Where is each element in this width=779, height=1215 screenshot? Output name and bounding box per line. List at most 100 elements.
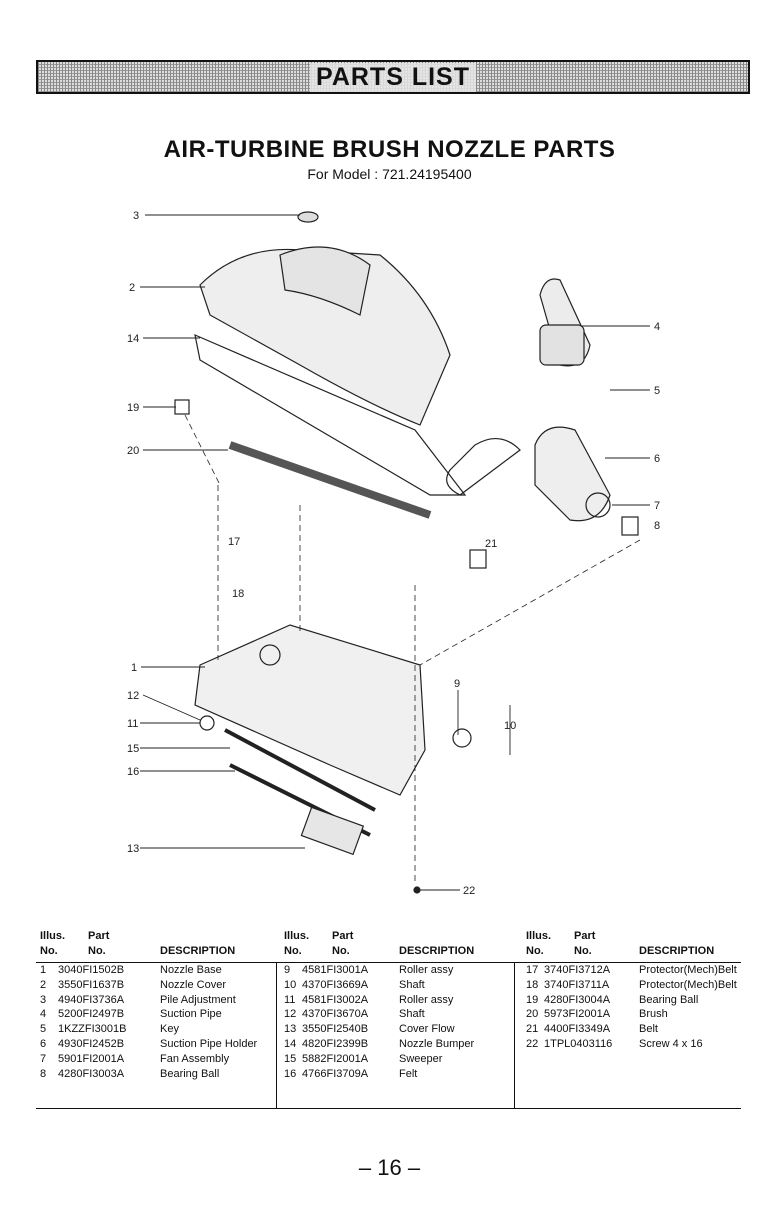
- illus-number: 9: [284, 964, 291, 976]
- part-description: Nozzle Base: [160, 964, 222, 976]
- table-header: Illus. No. Part No. DESCRIPTION: [284, 930, 509, 964]
- part-description: Bearing Ball: [160, 1067, 220, 1080]
- part-description: Suction Pipe: [160, 1008, 222, 1021]
- part-number: 5973FI2001A: [544, 1008, 611, 1021]
- illus-number: 16: [284, 1067, 297, 1080]
- cover-flow-shape: [300, 806, 365, 856]
- callout-22: 22: [463, 885, 475, 897]
- model-subtitle: For Model : 721.24195400: [307, 166, 472, 182]
- sweeper-shape: [224, 728, 376, 812]
- part-number: 5901FI2001A: [58, 1052, 125, 1065]
- illus-number: 10: [284, 978, 297, 991]
- nozzle-bumper-shape: [194, 333, 467, 496]
- callout-1: 1: [131, 662, 137, 674]
- illus-number: 4: [40, 1008, 47, 1021]
- callout-17: 17: [228, 536, 240, 548]
- illus-number: 1: [40, 964, 47, 976]
- nozzle-cover-shape: [199, 248, 451, 426]
- table-header: Illus. No. Part No. DESCRIPTION: [526, 930, 751, 964]
- roller-9-shape: [452, 728, 472, 748]
- nozzle-base-shape: [194, 624, 426, 796]
- illus-number: 8: [40, 1067, 47, 1080]
- callout-4: 4: [654, 321, 660, 333]
- suction-pipe-holder-shape: [534, 426, 611, 522]
- callout-5: 5: [654, 385, 660, 397]
- part-description: Shaft: [399, 1008, 425, 1021]
- callout-15: 15: [127, 743, 139, 755]
- part-description: Screw 4 x 16: [639, 1037, 703, 1050]
- illus-number: 12: [284, 1008, 297, 1021]
- bearing-ball-8-shape: [621, 516, 639, 536]
- part-description: Cover Flow: [399, 1023, 455, 1036]
- illus-number: 3: [40, 993, 47, 1006]
- part-number: 1KZZFI3001B: [58, 1023, 127, 1036]
- banner-title: PARTS LIST: [310, 62, 476, 92]
- callout-2: 2: [129, 282, 135, 294]
- part-description: Fan Assembly: [160, 1052, 230, 1065]
- table-top-rule: [36, 962, 741, 963]
- illus-number: 5: [40, 1023, 47, 1036]
- part-description: Protector(Mech)Belt: [639, 978, 737, 991]
- callout-9: 9: [454, 678, 460, 690]
- callout-12: 12: [127, 690, 139, 702]
- part-number: 1TPL0403116: [544, 1037, 613, 1050]
- part-number: 5200FI2497B: [58, 1008, 125, 1021]
- header-illus-no: No.: [284, 945, 302, 957]
- belt-shape: [446, 438, 521, 496]
- part-number: 4280FI3003A: [58, 1067, 125, 1080]
- part-number: 3740FI3712A: [544, 964, 611, 976]
- part-description: Pile Adjustment: [160, 993, 236, 1006]
- callout-6: 6: [654, 453, 660, 465]
- callout-20: 20: [127, 445, 139, 457]
- roller-11-shape: [199, 715, 215, 731]
- part-description: Bearing Ball: [639, 993, 699, 1006]
- part-description: Sweeper: [399, 1052, 443, 1065]
- callout-13: 13: [127, 843, 139, 855]
- illus-number: 21: [526, 1023, 539, 1036]
- part-number: 3550FI1637B: [58, 978, 125, 991]
- header-illus: Illus.: [526, 930, 552, 942]
- part-number: 4820FI2399B: [302, 1037, 369, 1050]
- callout-14: 14: [127, 333, 139, 345]
- part-number: 4400FI3349A: [544, 1023, 611, 1036]
- parts-list-banner: PARTS LIST: [36, 60, 750, 94]
- page-title: AIR-TURBINE BRUSH NOZZLE PARTS: [163, 136, 616, 163]
- header-description: DESCRIPTION: [399, 945, 475, 957]
- callout-7: 7: [654, 500, 660, 512]
- screw-22-shape: [413, 886, 421, 894]
- part-description: Protector(Mech)Belt: [639, 964, 737, 976]
- table-row: 4 5200FI2497B Suction Pipe: [40, 1008, 265, 1023]
- callout-11: 11: [127, 718, 138, 730]
- illus-number: 13: [284, 1023, 297, 1036]
- callout-8: 8: [654, 520, 660, 532]
- belt-protector-shape: [469, 549, 487, 569]
- column-divider: [514, 962, 515, 1108]
- part-description: Key: [160, 1023, 179, 1036]
- header-part: Part: [332, 930, 354, 942]
- header-description: DESCRIPTION: [160, 945, 236, 957]
- header-part: Part: [574, 930, 596, 942]
- part-number: 3550FI2540B: [302, 1023, 369, 1036]
- callout-3: 3: [133, 210, 139, 222]
- header-part: Part: [88, 930, 110, 942]
- illus-number: 22: [526, 1037, 539, 1050]
- illus-number: 18: [526, 978, 539, 991]
- part-description: Brush: [639, 1008, 668, 1021]
- table-row: 2 3550FI1637B Nozzle Cover: [40, 979, 265, 994]
- part-description: Nozzle Cover: [160, 978, 227, 991]
- part-number: 5882FI2001A: [302, 1052, 369, 1065]
- part-number: 4280FI3004A: [544, 993, 611, 1006]
- illus-number: 2: [40, 978, 47, 991]
- bearing-ball-19-shape: [174, 399, 190, 415]
- header-part-no: No.: [574, 945, 592, 957]
- callout-19: 19: [127, 402, 139, 414]
- part-description: Shaft: [399, 978, 425, 991]
